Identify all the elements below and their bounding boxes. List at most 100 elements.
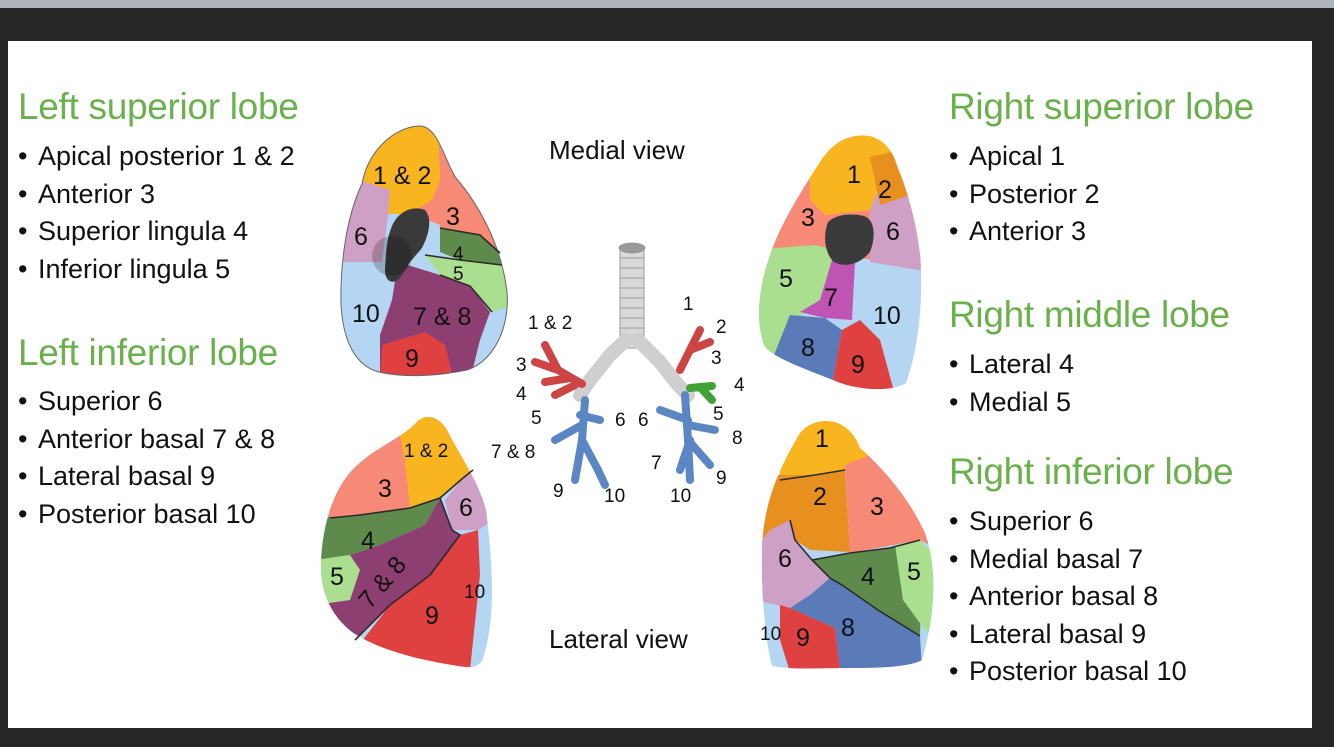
list-item: Posterior 2 xyxy=(949,176,1100,214)
label-l5-lat: 5 xyxy=(330,563,344,591)
list-item: Superior lingula 4 xyxy=(18,213,295,251)
right-lung-lateral: 1 2 3 6 4 5 8 9 10 xyxy=(760,420,934,669)
segment-9-region xyxy=(380,332,455,376)
segment-7-8-region xyxy=(320,498,460,640)
left-inferior-lobe-list: Superior 6 Anterior basal 7 & 8 Lateral … xyxy=(18,383,275,533)
segment-5-region xyxy=(320,555,360,605)
segment-5-region xyxy=(895,540,934,640)
right-superior-lobe-title: Right superior lobe xyxy=(949,86,1254,127)
segment-9-region xyxy=(355,530,480,668)
list-item: Lateral basal 9 xyxy=(18,458,275,496)
label-r9-lat: 9 xyxy=(796,624,810,652)
list-item: Anterior basal 7 & 8 xyxy=(18,421,275,459)
label-r2: 2 xyxy=(878,176,892,204)
label-l6: 6 xyxy=(354,223,368,251)
right-inferior-lobe-list: Superior 6 Medial basal 7 Anterior basal… xyxy=(949,503,1187,691)
bronchus-label-r1: 1 xyxy=(683,294,694,315)
label-r3-lat: 3 xyxy=(870,493,884,521)
medial-view-label: Medial view xyxy=(549,135,685,165)
bronchus-label-r8: 8 xyxy=(732,428,743,449)
window-top-bar xyxy=(0,0,1334,8)
list-item: Apical 1 xyxy=(949,138,1100,176)
bronchus-label-l9: 9 xyxy=(553,481,564,502)
hilum xyxy=(385,208,430,282)
label-l4: 4 xyxy=(453,244,464,265)
list-item: Apical posterior 1 & 2 xyxy=(18,138,295,176)
left-upper-bronchi xyxy=(531,341,586,399)
segment-5-region xyxy=(758,245,835,365)
list-item: Posterior basal 10 xyxy=(949,653,1187,691)
list-item: Lateral 4 xyxy=(949,346,1074,384)
label-r6: 6 xyxy=(886,218,900,246)
label-l10: 10 xyxy=(352,300,380,328)
bronchial-tree: 1 & 2 3 4 5 6 7 & 8 9 10 1 2 3 4 5 6 7 8… xyxy=(491,242,745,507)
segment-4-region xyxy=(440,228,502,265)
bronchus-label-l3: 3 xyxy=(516,355,527,376)
label-r8-lat: 8 xyxy=(841,614,855,642)
label-r2-lat: 2 xyxy=(813,483,827,511)
right-superior-lobe-list: Apical 1 Posterior 2 Anterior 3 xyxy=(949,138,1100,251)
bronchus-label-l1-2: 1 & 2 xyxy=(528,313,572,334)
segment-8-region xyxy=(790,578,922,669)
right-lower-bronchi xyxy=(656,391,719,484)
trachea xyxy=(618,242,646,349)
label-l3: 3 xyxy=(446,203,460,231)
label-r4-lat: 4 xyxy=(861,563,875,591)
label-l3-lat: 3 xyxy=(378,475,392,503)
bronchus-label-r3: 3 xyxy=(711,348,722,369)
hilum-shadow xyxy=(372,236,412,276)
label-r10: 10 xyxy=(873,302,901,330)
left-inferior-lobe-title: Left inferior lobe xyxy=(18,332,278,373)
list-item: Superior 6 xyxy=(949,503,1187,541)
label-r3: 3 xyxy=(801,204,815,232)
label-l9-lat: 9 xyxy=(425,602,439,630)
segment-9-region xyxy=(833,320,895,390)
bronchus-label-r9: 9 xyxy=(716,468,727,489)
bronchus-label-l6: 6 xyxy=(615,410,626,431)
list-item: Medial 5 xyxy=(949,384,1074,422)
bronchus-label-r2: 2 xyxy=(716,317,727,338)
right-inferior-lobe-title: Right inferior lobe xyxy=(949,451,1234,492)
right-middle-lobe-title: Right middle lobe xyxy=(949,294,1230,335)
bronchus-label-l5: 5 xyxy=(531,408,542,429)
segment-3-region xyxy=(845,455,934,553)
label-r7: 7 xyxy=(824,284,838,312)
label-l6-lat: 6 xyxy=(459,494,473,522)
bronchus-label-l10: 10 xyxy=(604,486,625,507)
list-item: Posterior basal 10 xyxy=(18,496,275,534)
list-item: Anterior 3 xyxy=(18,176,295,214)
left-lower-bronchi xyxy=(551,396,609,489)
list-item: Anterior 3 xyxy=(949,213,1100,251)
label-l7-8: 7 & 8 xyxy=(413,303,471,331)
left-superior-lobe-title: Left superior lobe xyxy=(18,86,299,127)
right-lung-medial: 1 2 3 5 6 7 8 9 10 xyxy=(758,135,922,390)
segment-9-region xyxy=(780,605,840,669)
bronchus-label-r10: 10 xyxy=(670,486,691,507)
label-r8: 8 xyxy=(801,334,815,362)
bronchus-label-r5: 5 xyxy=(713,404,724,425)
list-item: Inferior lingula 5 xyxy=(18,251,295,289)
bronchus-label-r6: 6 xyxy=(638,410,649,431)
right-upper-bronchi xyxy=(676,326,714,374)
main-bronchi xyxy=(573,333,695,402)
left-superior-lobe-list: Apical posterior 1 & 2 Anterior 3 Superi… xyxy=(18,138,295,288)
label-l9: 9 xyxy=(405,345,419,373)
segment-6-region xyxy=(761,520,830,608)
label-l1-2: 1 & 2 xyxy=(373,162,431,190)
right-middle-lobe-list: Lateral 4 Medial 5 xyxy=(949,346,1074,421)
right-middle-bronchus xyxy=(686,382,716,404)
bronchus-label-l7-8: 7 & 8 xyxy=(491,442,535,463)
segment-4-region xyxy=(812,540,922,636)
segment-7-region xyxy=(800,250,855,320)
label-r5-lat: 5 xyxy=(907,558,921,586)
label-r1-lat: 1 xyxy=(815,425,829,453)
segment-5-region xyxy=(425,255,508,312)
label-r6-lat: 6 xyxy=(778,545,792,573)
list-item: Superior 6 xyxy=(18,383,275,421)
hilum xyxy=(825,214,874,265)
bronchus-label-r7: 7 xyxy=(651,453,662,474)
list-item: Anterior basal 8 xyxy=(949,578,1187,616)
segment-4-region xyxy=(320,498,440,560)
list-item: Medial basal 7 xyxy=(949,541,1187,579)
